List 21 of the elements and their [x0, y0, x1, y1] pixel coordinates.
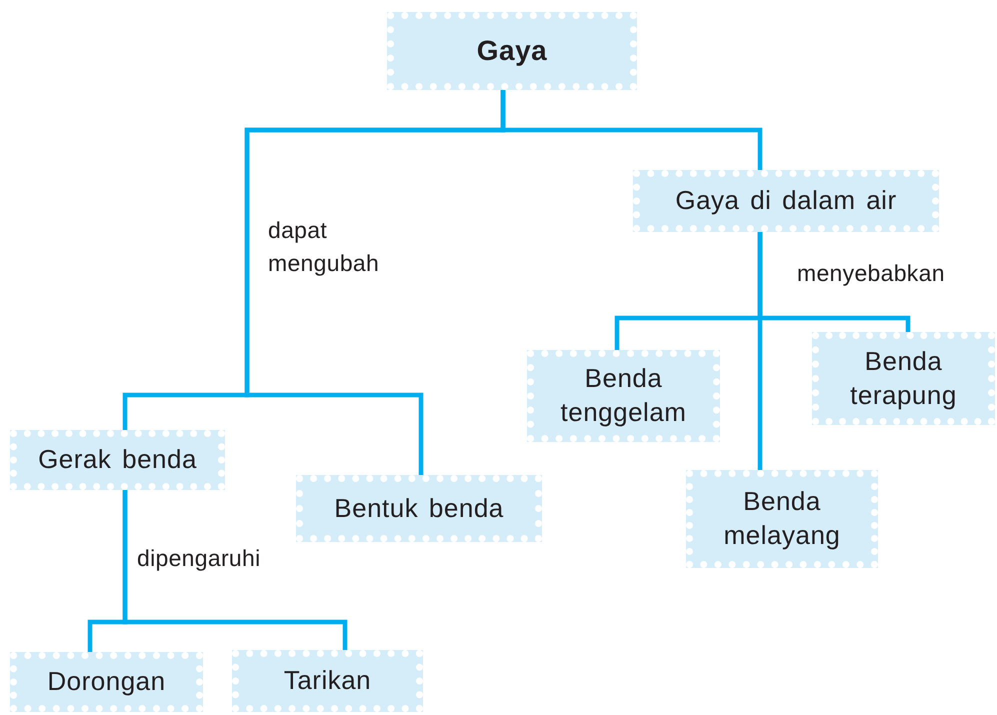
concept-box — [10, 430, 225, 490]
connector-line — [758, 230, 762, 470]
node-text: Dorongan — [47, 665, 166, 698]
node-text: Gaya di dalam air — [675, 184, 897, 218]
connector-line — [122, 490, 348, 650]
node-text: Benda terapung — [849, 344, 958, 412]
concept-box — [232, 650, 423, 712]
node-text: Gaya — [476, 34, 548, 68]
concept-box — [10, 652, 203, 712]
node-text: Benda melayang — [722, 485, 842, 552]
connector-line — [244, 90, 506, 475]
concept-box — [527, 350, 720, 442]
node-text: Bentuk benda — [334, 492, 504, 525]
concept-box — [812, 332, 995, 425]
concept-box — [387, 12, 637, 90]
node-text: Benda tenggelam — [560, 362, 688, 429]
node-text: Tarikan — [284, 664, 372, 698]
concept-box — [633, 170, 939, 232]
concept-box — [686, 470, 878, 568]
node-text: Gerak benda — [38, 443, 197, 476]
concept-box — [296, 475, 542, 542]
